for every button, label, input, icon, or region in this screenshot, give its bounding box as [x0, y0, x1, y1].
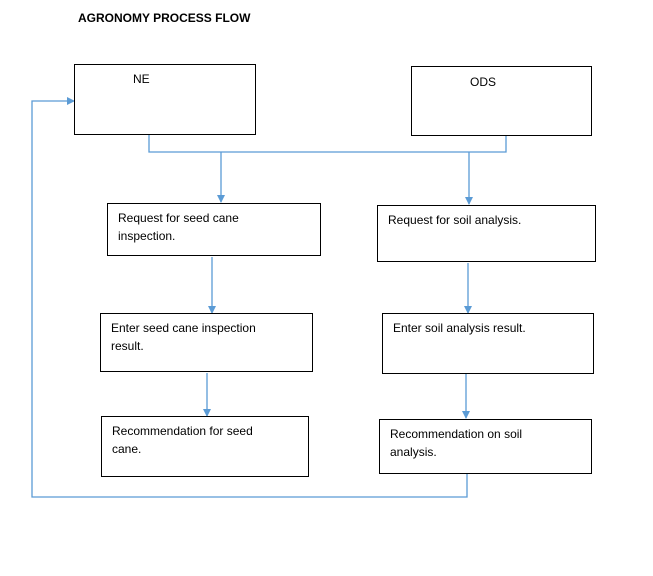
soil-analysis-recommendation-box: Recommendation on soil analysis.	[379, 419, 592, 474]
ne-label: NE	[133, 72, 150, 86]
seed-cane-result-box: Enter seed cane inspection result.	[100, 313, 313, 372]
seed-cane-request-box: Request for seed cane inspection.	[107, 203, 321, 256]
seed-cane-result-label: Enter seed cane inspection result.	[111, 321, 256, 353]
seed-cane-request-label: Request for seed cane inspection.	[118, 211, 239, 243]
ods-label: ODS	[470, 75, 497, 89]
top-join-line	[148, 135, 507, 153]
soil-analysis-result-label: Enter soil analysis result.	[393, 321, 526, 335]
soil-analysis-recommendation-label: Recommendation on soil analysis.	[390, 427, 523, 459]
seed-cane-recommendation-label: Recommendation for seed cane.	[112, 424, 253, 456]
soil-analysis-request-label: Request for soil analysis.	[388, 213, 522, 227]
seed-cane-recommendation-box: Recommendation for seed cane.	[101, 416, 309, 477]
soil-analysis-request-box: Request for soil analysis.	[377, 205, 596, 262]
ods-box: ODS	[411, 66, 592, 136]
soil-analysis-result-box: Enter soil analysis result.	[382, 313, 594, 374]
feedback-loop-line	[31, 97, 468, 498]
ne-box: NE	[74, 64, 256, 135]
diagram-title: AGRONOMY PROCESS FLOW	[78, 11, 251, 25]
